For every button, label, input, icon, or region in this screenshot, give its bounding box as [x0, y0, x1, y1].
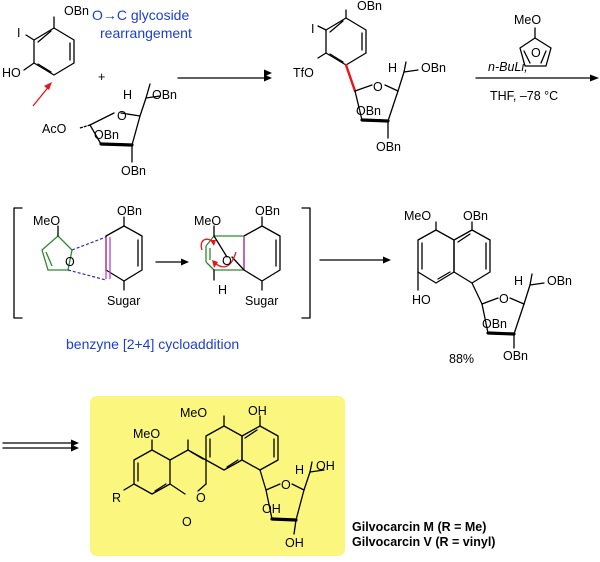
arrow-head	[264, 74, 272, 82]
iodophenol-structure	[23, 16, 75, 76]
obn-label: OBn	[482, 317, 507, 331]
methoxy-label: MeO	[194, 214, 221, 228]
obn-label: OBn	[421, 61, 446, 75]
obn-label: OBn	[121, 164, 146, 178]
methoxyfuran-reagent	[519, 27, 552, 67]
obn-label: OBn	[117, 204, 142, 218]
obn-label: OBn	[64, 4, 89, 18]
h-label: H	[388, 61, 397, 75]
methoxy-label: MeO	[404, 209, 431, 223]
acetoxy-label: AcO	[42, 122, 67, 136]
h-label: H	[123, 88, 132, 102]
naphthol-c-glycoside	[417, 221, 545, 349]
obn-label: OBn	[547, 274, 572, 288]
iodo-label: I	[311, 22, 314, 36]
obn-label: OBn	[94, 128, 119, 142]
glycoside-note-line2: rearrangement	[100, 25, 192, 41]
hydroxy-label: OH	[316, 459, 335, 473]
glycoside-note-line1: O→C glycoside	[92, 7, 189, 23]
h-label: H	[295, 463, 304, 477]
plus-sign: +	[98, 70, 105, 84]
hydroxy-label: HO	[412, 293, 431, 307]
obn-label: OBn	[255, 204, 280, 218]
right-bracket	[301, 207, 311, 319]
gilvocarcin-structure	[123, 415, 325, 535]
reactive-site-arrowhead	[44, 82, 52, 90]
sugar-label: Sugar	[107, 294, 140, 308]
furan-oxygen-label: O	[531, 46, 541, 60]
ring-oxygen-label: O	[373, 80, 383, 94]
yield-label: 88%	[449, 352, 474, 366]
obn-label: OBn	[503, 349, 528, 363]
obn-label: OBn	[152, 88, 177, 102]
bridge-oxygen-label: O	[222, 254, 232, 268]
methoxy-label: MeO	[133, 427, 160, 441]
arrow-head	[590, 74, 599, 82]
arrow-head	[181, 258, 189, 266]
glycosyl-acetate-structure	[79, 83, 161, 163]
obn-label: OBn	[376, 140, 401, 154]
methoxy-label: MeO	[514, 13, 541, 27]
obn-label: OBn	[356, 104, 381, 118]
sugar-label: Sugar	[245, 294, 278, 308]
reagent-line1: n-BuLi,	[488, 60, 528, 74]
ring-oxygen-label: O	[281, 478, 291, 492]
methoxy-label: MeO	[180, 406, 207, 420]
product-name-gilvocarcin-v: Gilvocarcin V (R = vinyl)	[352, 535, 495, 549]
reagent-line2: THF, –78 °C	[490, 89, 558, 103]
cycloaddition-note: benzyne [2+4] cycloaddition	[66, 336, 239, 352]
ring-oxygen-label: O	[499, 292, 509, 306]
obn-label: OBn	[357, 0, 382, 13]
h-label: H	[514, 274, 523, 288]
r-group-label: R	[112, 491, 121, 505]
product-name-gilvocarcin-m: Gilvocarcin M (R = Me)	[352, 520, 486, 534]
hydroxy-label: OH	[285, 536, 304, 550]
carbonyl-oxygen-label: O	[182, 515, 192, 529]
lactone-oxygen-label: O	[196, 491, 206, 505]
benzyne-furan-approach	[41, 216, 143, 291]
obn-label: OBn	[463, 209, 488, 223]
furan-oxygen-label: O	[65, 255, 75, 269]
arrow-head	[71, 444, 79, 452]
methoxy-label: MeO	[33, 214, 60, 228]
hydroxy-label: HO	[2, 66, 21, 80]
ring-oxygen-label: O	[117, 109, 127, 123]
hydroxy-label: OH	[262, 502, 281, 516]
cycloadduct-structure	[200, 216, 281, 291]
arrow-head	[383, 256, 391, 264]
triflate-label: TfO	[293, 66, 314, 80]
iodo-label: I	[17, 26, 20, 40]
target-highlight-box	[90, 396, 345, 556]
c-glycoside-structure	[317, 9, 419, 139]
h-label: H	[218, 283, 227, 297]
arrow-head	[71, 439, 79, 447]
hydroxy-label: OH	[248, 404, 267, 418]
arrow-head	[264, 69, 272, 77]
left-bracket	[13, 207, 23, 319]
